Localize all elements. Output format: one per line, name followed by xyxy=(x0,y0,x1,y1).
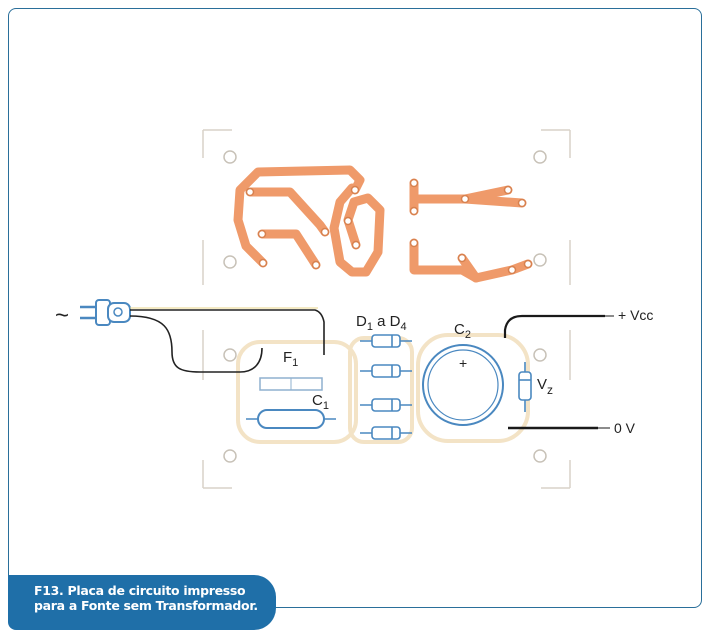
power-cord xyxy=(129,307,325,373)
diode-d1 xyxy=(360,334,412,348)
mounting-holes xyxy=(223,150,547,463)
output-wires xyxy=(503,314,614,430)
ac-symbol: ~ xyxy=(55,302,69,329)
board-corner-marks xyxy=(202,129,571,489)
f1-label: F1 xyxy=(283,349,298,369)
diode-d2 xyxy=(360,364,412,378)
capacitor-c2 xyxy=(422,344,504,426)
ac-plug-icon xyxy=(80,299,131,326)
capacitor-c1 xyxy=(246,409,336,429)
diodes-label: D1 a D4 xyxy=(356,313,407,333)
diodes-d1-d4 xyxy=(360,334,412,440)
zener-vz xyxy=(518,362,532,412)
figure-frame xyxy=(8,8,702,608)
zero-v-label: 0 V xyxy=(614,420,636,436)
vcc-label: + Vcc xyxy=(618,307,653,323)
copper-pads xyxy=(245,178,533,275)
diode-d3 xyxy=(360,398,412,412)
c2-plus: + xyxy=(459,355,467,371)
fuse-f1 xyxy=(259,377,323,391)
c1-label: C1 xyxy=(312,392,329,412)
copper-traces xyxy=(233,165,533,283)
c2-label: C2 xyxy=(454,321,471,341)
figure-caption: F13. Placa de circuito impresso para a F… xyxy=(8,575,276,630)
caption-line-2: para a Fonte sem Transformador. xyxy=(34,598,258,613)
diode-d4 xyxy=(360,426,412,440)
vz-label: Vz xyxy=(537,376,553,397)
caption-line-1: F13. Placa de circuito impresso xyxy=(34,583,246,598)
